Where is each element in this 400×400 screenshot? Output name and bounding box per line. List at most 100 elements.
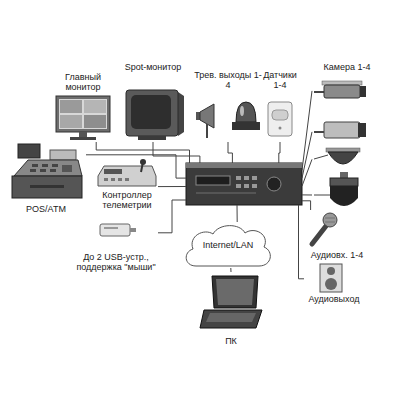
dvr-body [186,163,302,205]
sensor-node: Датчики 1-4 [260,70,300,142]
cable-line [230,268,231,272]
pos-terminal-art [12,144,82,198]
device-label: Контроллер телеметрии [96,190,158,210]
screen-pane [84,100,106,113]
cable-line [302,194,312,195]
box-camera [324,85,360,98]
pos-node: POS/ATM [6,140,86,214]
laptop-base [200,310,262,328]
crt-side [178,92,184,136]
cable-line [158,186,186,187]
controller-key [125,178,129,181]
horn-stand [206,124,208,138]
main-monitor-art [56,96,110,140]
box-camera [324,122,360,138]
drawer-handle [30,185,64,188]
device-label: ПК [198,336,264,346]
dvr-button [244,176,249,180]
camera-node: Камера 1-4 [312,62,382,214]
pos-key [52,164,58,167]
speaker-cabinet [320,264,342,292]
controller-key [111,178,115,181]
laptop-art [200,276,262,328]
device-label: Аудиовыход [304,294,364,304]
camera-bracket [314,91,324,93]
screen-pane [84,115,106,128]
laptop-lid [212,276,258,308]
pos-key [42,164,48,167]
pos-key [62,165,72,172]
dvr-button [252,176,257,180]
screen-pane [60,100,82,113]
dvr-jog-dial [267,177,281,191]
camera-cable [314,155,328,159]
camera-hood [322,81,362,85]
controller-body [98,166,156,186]
sensor-art [268,102,292,136]
pos-printer [50,150,76,160]
usb-device [100,224,130,236]
crt-body [126,90,178,136]
device-label: Камера 1-4 [312,62,382,72]
network-cloud: Internet/LAN [182,222,274,268]
alarm-output-node: Трев. выходы 1-4 [194,70,262,142]
ptz-dome [330,186,358,206]
cable-line [158,200,186,233]
pos-key [50,169,56,172]
pos-key [32,164,38,167]
screen-pane [60,115,82,128]
monitor-base [70,137,96,140]
cable-line [86,155,186,178]
crt-screen [131,95,171,129]
beacon-highlight [240,106,244,116]
cable-line [302,159,312,186]
laptop-screen [216,279,254,305]
speaker-woofer [325,278,337,290]
controller-key [104,178,108,181]
pos-key [30,169,36,172]
device-label: До 2 USB-устр., поддержка "мыши" [74,252,158,272]
controller-node: Контроллер телеметрии [96,158,158,210]
telemetry-controller-art [98,159,156,186]
cable-line [302,91,312,170]
speaker-art [320,264,342,292]
device-label: Аудиовх. 1-4 [304,250,370,260]
camera-lens [358,123,366,137]
ptz-mount [340,172,348,178]
monitor-frame [56,96,110,132]
mic-grille [325,218,335,219]
dome-mount [326,148,360,152]
usb-device-art [100,224,136,236]
cameras-art [314,81,366,206]
cable-line [237,205,238,222]
mic-grille [325,222,335,223]
usb-slot [104,227,118,229]
cable-line [302,132,312,178]
dvr-button [244,184,249,188]
dvr-art [186,163,302,205]
dvr-button [252,184,257,188]
mic-head [323,213,337,227]
beacon-dome [236,102,256,122]
crt-base [138,136,166,140]
dvr-trim [196,192,256,194]
audio-input-node: Аудиовх. 1-4 [304,210,370,260]
audio-output-node: Аудиовыход [304,262,364,304]
device-label: Трев. выходы 1-4 [194,70,262,90]
dvr-node [186,163,302,205]
ptz-housing [330,178,358,186]
pos-display [18,144,40,158]
monitor-node: Spot-монитор [118,62,188,142]
sensor-lens [272,110,288,120]
camera-cable [314,195,330,196]
controller-key [118,178,122,181]
cable-line [279,142,280,163]
monitor-stand [79,132,87,137]
spot-monitor-art [126,90,184,140]
pc-node: ПК [198,272,264,346]
alarm-outputs-art [196,102,260,138]
joystick-knob [140,159,146,165]
laptop-keyboard [206,313,256,322]
usb-plug [130,228,136,232]
